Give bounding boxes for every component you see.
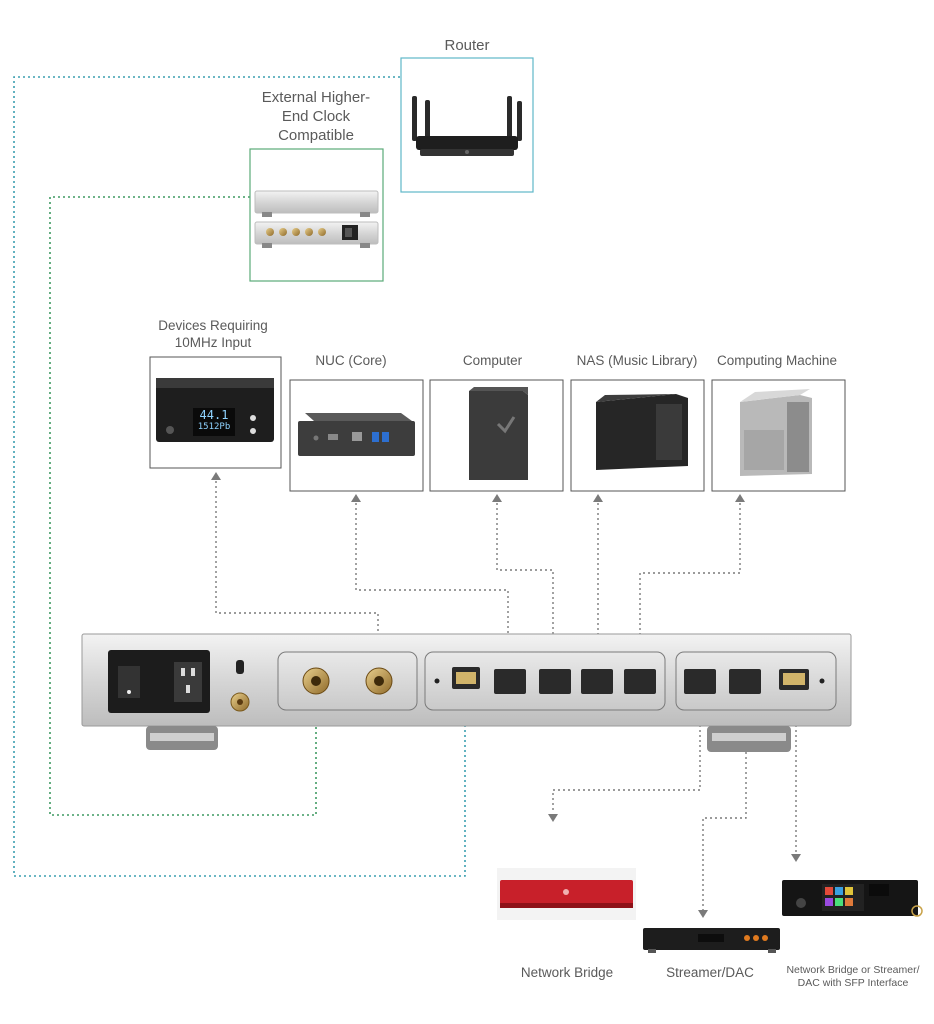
- nuc-icon: [298, 413, 415, 456]
- devices-10mhz-label: Devices Requiring 10MHz Input: [158, 318, 268, 350]
- router-icon: [412, 96, 522, 156]
- 10mhz-device-icon: [156, 378, 274, 442]
- clock-label: External Higher-End Clock Compatible: [261, 89, 371, 144]
- ground-terminal-icon: [230, 660, 250, 712]
- nuc-label: NUC (Core): [315, 353, 387, 368]
- arrow-icons: [211, 472, 801, 918]
- clock-connection-line: [49, 196, 317, 816]
- uplink-panel: [675, 651, 837, 711]
- clock-device-icon: [254, 190, 379, 248]
- clock-display-top: 44.1: [199, 408, 229, 422]
- computing-machine-icon: [740, 389, 812, 476]
- bnc-panel: [277, 651, 418, 711]
- computer-icon: [469, 387, 528, 480]
- streamer-dac-icon: [643, 928, 780, 953]
- network-bridge-icon: [497, 868, 636, 920]
- nas-icon: [596, 394, 688, 470]
- clock-display-bottom: 1512Pb: [197, 422, 231, 432]
- rj45-panel: [424, 651, 666, 711]
- computer-label: Computer: [462, 353, 523, 368]
- power-inlet-icon: [108, 650, 210, 713]
- router-box: [400, 57, 534, 193]
- nas-label: NAS (Music Library): [576, 353, 698, 368]
- streamer-dac-label: Streamer/DAC: [666, 965, 754, 980]
- sfp-device-label: Network Bridge or Streamer/ DAC with SFP…: [786, 964, 920, 990]
- sfp-device-icon: [782, 880, 923, 917]
- network-bridge-label: Network Bridge: [520, 965, 614, 980]
- router-label: Router: [444, 37, 490, 54]
- router-connection-line: [13, 76, 466, 877]
- computing-machine-label: Computing Machine: [716, 353, 838, 368]
